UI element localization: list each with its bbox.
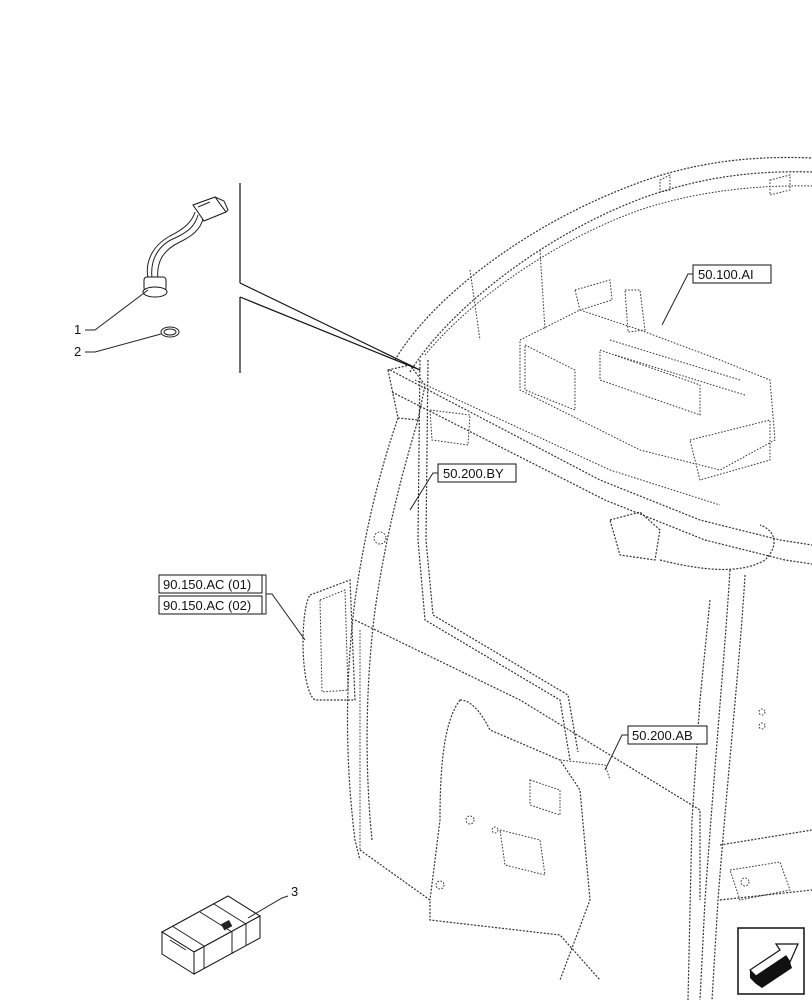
item-number-1: 1 [74, 322, 81, 337]
item-number-2: 2 [74, 344, 81, 359]
exploded-bracket [239, 183, 421, 373]
ref-callout-50-200-ab[interactable]: 50.200.AB [604, 725, 708, 771]
electrical-sensor-icon [142, 196, 229, 298]
ref-label-50-200-ab[interactable]: 50.200.AB [632, 728, 693, 743]
item-number-3: 3 [291, 884, 298, 899]
ref-callout-50-200-by[interactable]: 50.200.BY [409, 463, 517, 511]
ref-callout-50-100-ai[interactable]: 50.100.AI [661, 264, 772, 326]
navigation-arrow-icon[interactable] [737, 927, 805, 995]
ref-label-90-150-ac-02[interactable]: 90.150.AC (02) [163, 598, 251, 613]
shipping-crate-icon: 3 [161, 884, 298, 975]
ref-callout-90-150-ac[interactable]: 90.150.AC (01) 90.150.AC (02) [158, 574, 306, 641]
item-label-2: 2 [74, 333, 162, 359]
o-ring-icon [160, 326, 180, 338]
ref-label-90-150-ac-01[interactable]: 90.150.AC (01) [163, 577, 251, 592]
item-label-1: 1 [74, 289, 149, 337]
ref-label-50-100-ai[interactable]: 50.100.AI [698, 267, 754, 282]
ref-label-50-200-by[interactable]: 50.200.BY [443, 466, 504, 481]
cab-structure [302, 156, 812, 1000]
